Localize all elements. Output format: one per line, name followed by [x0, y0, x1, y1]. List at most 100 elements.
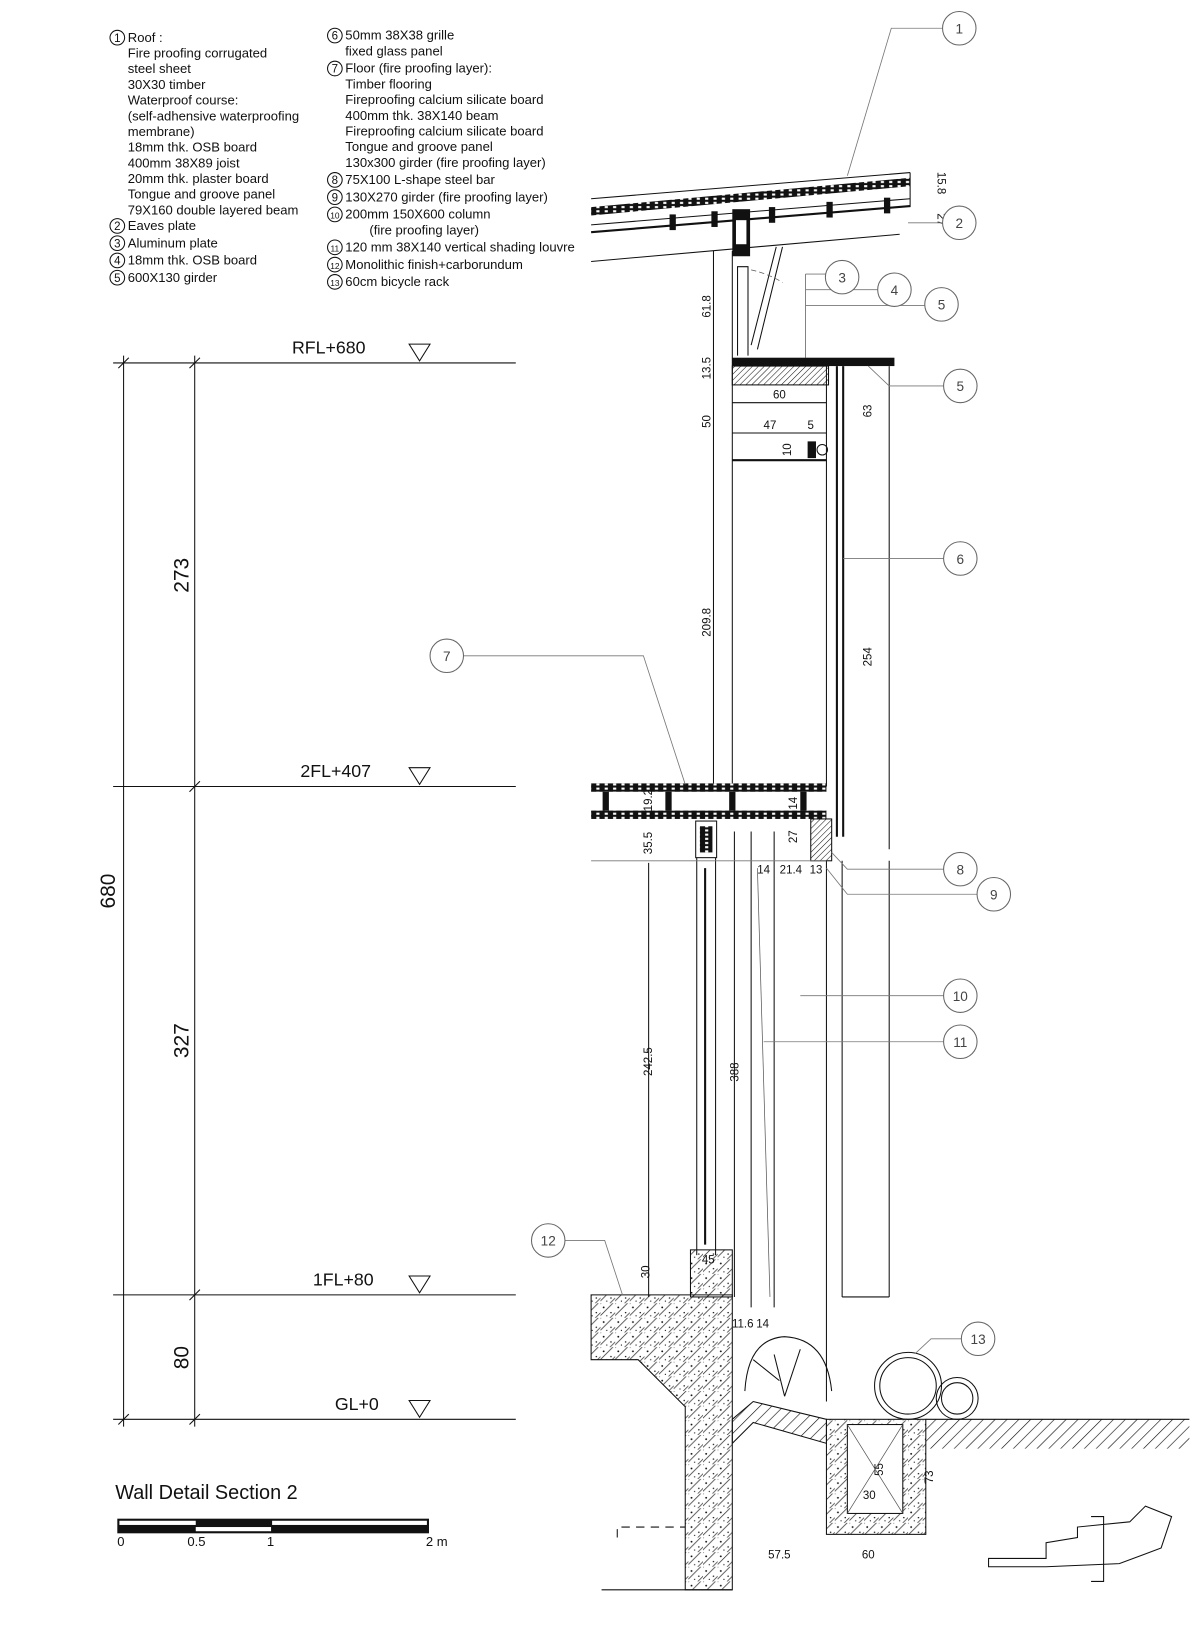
dimension-label: 60	[862, 1549, 875, 1561]
dimension-label: 30	[863, 1490, 876, 1502]
dimension-label: 14	[788, 796, 800, 809]
legend-line: Eaves plate	[128, 218, 196, 233]
dimension-label: 9	[332, 192, 338, 204]
dim-middle: 327	[170, 1023, 193, 1058]
legend-line: Fireproofing calcium silicate board	[345, 123, 543, 138]
callout-number: 9	[990, 887, 998, 902]
dimension-label: 35.5	[643, 832, 655, 854]
callout-circle-icon	[943, 1024, 978, 1059]
bicycle-rack	[874, 1351, 979, 1420]
detail-dimensions: 61.8 13.5 50 209.8 60 47 5 10 63 254 15.…	[641, 172, 947, 1562]
dimension-label: 11	[331, 244, 340, 254]
level-triangle-icon	[408, 1275, 431, 1294]
level-1fl: 1FL+80	[313, 1269, 374, 1289]
scale-bar: 0 0.5 1 2 m	[117, 1518, 448, 1549]
callout-number: 8	[957, 862, 965, 877]
legend-line: 50mm 38X38 grille	[345, 28, 454, 43]
dim-lower: 80	[170, 1346, 193, 1369]
dimension-label: 6	[332, 31, 338, 43]
dimension-label: 13	[330, 278, 340, 288]
callout-leader	[846, 27, 943, 176]
legend-line: (self-adhensive waterproofing	[128, 108, 299, 123]
legend-line: Fireproofing calcium silicate board	[345, 92, 543, 107]
drawing-title: Wall Detail Section 2	[115, 1482, 298, 1504]
level-markers	[113, 343, 516, 1420]
legend-line: Timber flooring	[345, 76, 432, 91]
legend-line: Waterproof course:	[128, 93, 239, 108]
dimension-label: 13	[810, 864, 823, 876]
lower-walls	[591, 831, 890, 1402]
callout-circle-icon	[976, 877, 1012, 912]
callout-number: 6	[957, 552, 965, 567]
dimension-label: 8	[332, 175, 338, 187]
dim-upper: 273	[170, 558, 193, 593]
legend-line: 120 mm 38X140 vertical shading louvre	[345, 240, 574, 255]
legend-item: 4 18mm thk. OSB board	[109, 252, 257, 269]
legend-line: 400mm 38X89 joist	[128, 155, 240, 170]
callout-leader	[915, 1338, 962, 1354]
legend-number-circle-icon	[109, 29, 126, 46]
legend-item: 11 120 mm 38X140 vertical shading louvre	[327, 239, 575, 256]
level-gl: GL+0	[335, 1394, 379, 1414]
callout-circle-icon	[530, 1223, 566, 1258]
callout-circle-icon	[924, 287, 959, 322]
dimension-label: 1	[114, 33, 120, 45]
legend-number-circle-icon	[327, 189, 343, 205]
level-rfl: RFL+680	[292, 338, 366, 358]
dimension-label: 14	[757, 864, 770, 876]
legend-line: 75X100 L-shape steel bar	[345, 172, 495, 187]
dimension-label: 4	[114, 256, 121, 268]
dimension-label: 47	[764, 420, 777, 432]
legend-number-circle-icon	[327, 27, 343, 44]
legend-number-circle-icon	[327, 206, 343, 223]
level-2fl: 2FL+407	[300, 761, 371, 781]
tree-icon	[744, 1336, 833, 1397]
callout-circle-icon	[943, 368, 978, 404]
legend-line: (fire proofing layer)	[369, 222, 479, 237]
callout-number: 5	[957, 379, 965, 394]
legend-number-circle-icon	[327, 60, 343, 77]
legend-number-circle-icon	[327, 172, 343, 188]
dimension-label: 2	[114, 221, 120, 233]
callout-number: 13	[971, 1332, 986, 1347]
foundation	[590, 1249, 1190, 1591]
legend-line: 30X30 timber	[128, 77, 206, 92]
callout-circle-icon	[824, 259, 860, 295]
level-triangle-icon	[408, 1399, 431, 1419]
dimension-label: 61.8	[701, 295, 713, 317]
scale-label-1: 1	[267, 1534, 274, 1549]
callout-circle-icon	[943, 541, 978, 576]
dimension-label: 5	[114, 273, 120, 285]
callout-leader	[831, 852, 944, 870]
scale-label-0-5: 0.5	[187, 1534, 205, 1549]
dimension-label: 3	[114, 238, 120, 250]
legend-line: 20mm thk. plaster board	[128, 171, 269, 186]
dimension-label: 254	[862, 647, 874, 667]
legend-item: 2 Eaves plate	[109, 218, 196, 234]
dim-total: 680	[97, 874, 120, 909]
dimension-label: 242.5	[643, 1047, 655, 1076]
dimension-label: 45	[702, 1254, 715, 1266]
legend-number-circle-icon	[109, 235, 126, 252]
legend-line: 18mm thk. OSB board	[128, 253, 257, 268]
callout-circle-icon	[943, 978, 978, 1013]
dimension-label: 60	[773, 389, 786, 401]
callout-circle-icon	[942, 205, 977, 241]
legend-line: 60cm bicycle rack	[345, 274, 449, 289]
callout-leader	[564, 1240, 623, 1295]
dimension-label: 209.8	[701, 608, 713, 637]
legend-number-circle-icon	[109, 269, 126, 286]
scale-label-2m: 2 m	[426, 1534, 448, 1549]
legend-line: Tongue and groove panel	[128, 187, 276, 202]
legend-line: Tongue and groove panel	[345, 139, 493, 154]
legend-line: Monolithic finish+carborundum	[345, 257, 523, 272]
legend-line: 130x300 girder (fire proofing layer)	[345, 155, 545, 170]
